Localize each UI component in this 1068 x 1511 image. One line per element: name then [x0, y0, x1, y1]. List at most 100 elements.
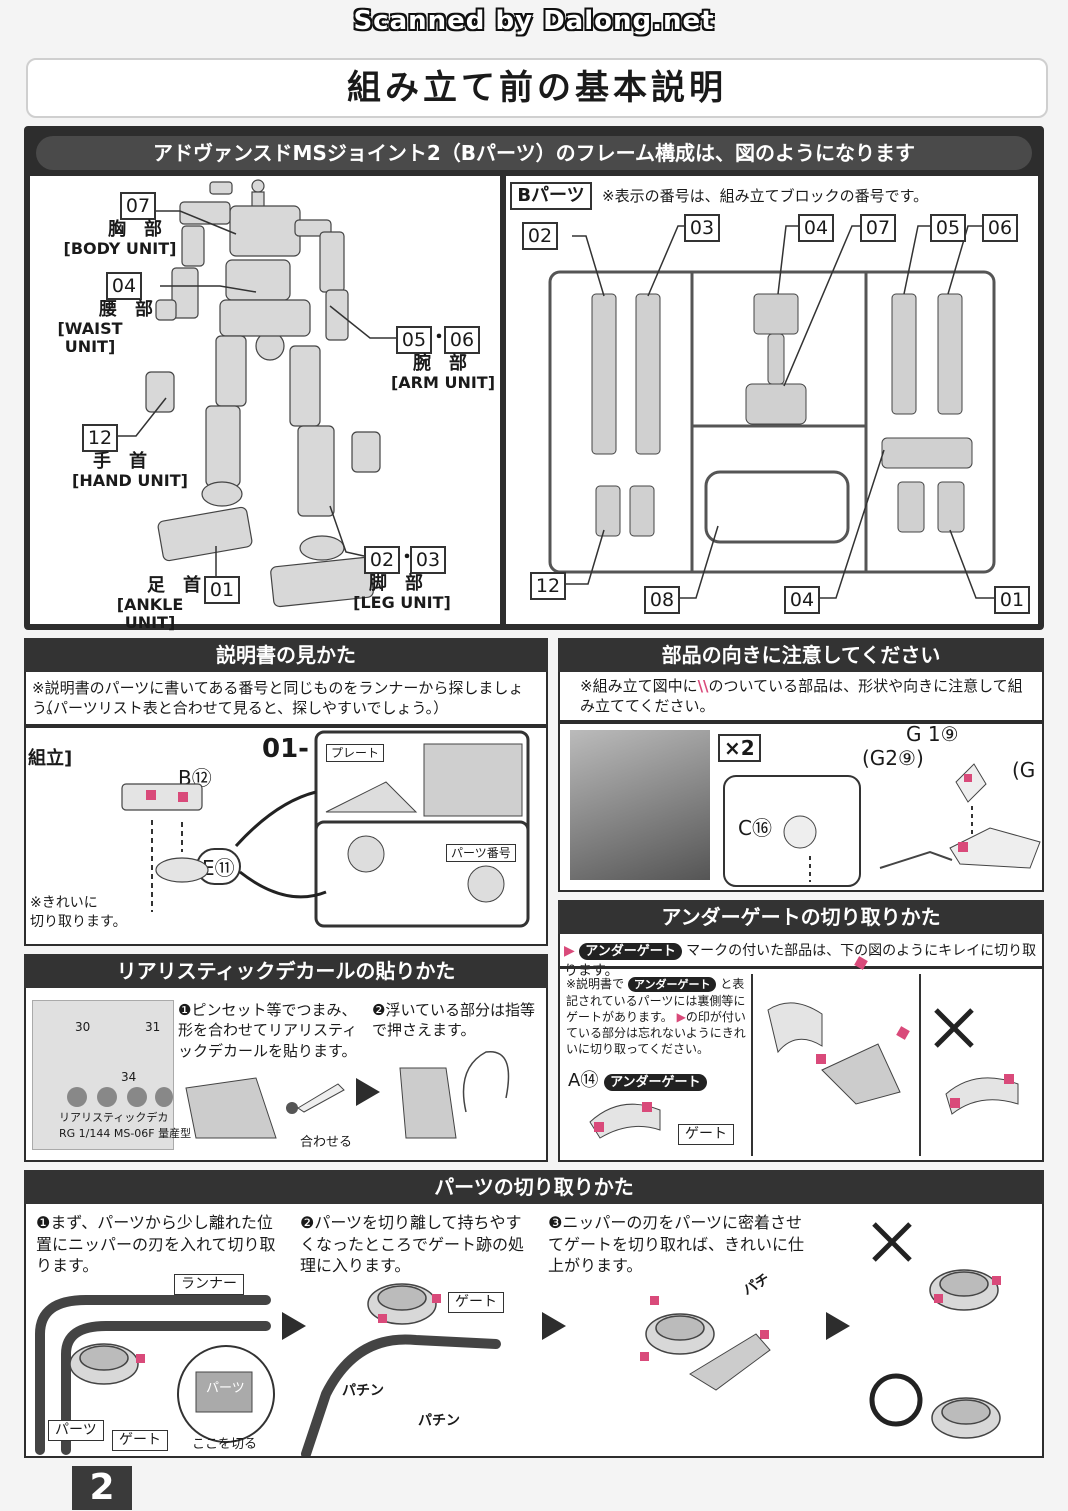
partial-g-label: (G	[1012, 758, 1036, 782]
arm-unit-en: [ARM UNIT]	[390, 373, 496, 392]
body-unit-en: [BODY UNIT]	[63, 239, 177, 258]
scan-watermark: Scanned by Dalong.net	[353, 6, 715, 36]
undergate-body: ▶ アンダーゲート マークの付いた部品は、下の図のようにキレイに切り取ります。 …	[560, 934, 1042, 1160]
gate-tag-2: ゲート	[448, 1292, 504, 1313]
waist-unit-jp: 腰 部	[99, 299, 153, 320]
orientation-text: ※組み立て図中に\\のついている部品は、形状や向きに注意して組み立ててください。	[580, 676, 1030, 717]
orientation-text-b: のついている部品は、形状や向きに注意して組み立ててください。	[580, 677, 1023, 716]
pink-triangle-icon: ▶	[564, 943, 575, 959]
runner-num-06: 06	[982, 214, 1018, 242]
page-number: 2	[72, 1466, 132, 1510]
g2-label: (G2⑨)	[862, 746, 924, 770]
sheet-circle-1	[67, 1087, 87, 1107]
ankle-unit-jp: 足 首	[147, 575, 201, 596]
label-07: 07	[120, 192, 156, 220]
undergate-badge: アンダーゲート	[579, 943, 682, 960]
undergate-note: ※説明書で アンダーゲート と表記されているパーツには裏側等にゲートがあります。…	[566, 976, 750, 1058]
dot2: ・	[398, 547, 416, 568]
sheet-circle-3	[127, 1087, 147, 1107]
cutting-step3: ❸ニッパーの刃をパーツに密着させてゲートを切り取れば、きれいに仕上がります。	[548, 1213, 805, 1276]
runner-num-01: 01	[994, 586, 1030, 614]
assembly-label: 組立]	[28, 748, 73, 769]
decal-align-label: 合わせる	[300, 1135, 353, 1150]
howto-text2: （パーツリスト表と合わせて見ると、探しやすいでしょう。）	[38, 699, 449, 717]
cutting-body: ❶まず、パーツから少し離れた位置にニッパーの刃を入れて切り取ります。 ❷パーツを…	[26, 1204, 1042, 1456]
orientation-body: ※組み立て図中に\\のついている部品は、形状や向きに注意して組み立ててください。…	[560, 672, 1042, 890]
runner-panel: Bパーツ ※表示の番号は、組み立てブロックの番号です。	[506, 176, 1038, 624]
runner-tag: ランナー	[174, 1274, 244, 1295]
label-04: 04	[106, 272, 142, 300]
runner-num-02: 02	[522, 222, 558, 250]
cutting-step2: ❷パーツを切り離して持ちやすくなったところでゲート跡の処理に入ります。	[300, 1213, 525, 1276]
decal-illustration	[185, 1051, 510, 1139]
runner-num-05: 05	[930, 214, 966, 242]
x2-label: ×2	[718, 734, 761, 762]
howto-illustration	[121, 730, 530, 928]
pink-triangle-icon-2: ▶	[676, 1010, 686, 1025]
runner-label: Bパーツ	[510, 182, 592, 210]
undergate-part-badge: アンダーゲート	[604, 1074, 707, 1091]
cutting-heading: パーツの切り取りかた	[24, 1170, 1044, 1204]
parts-inset-label: パーツ	[206, 1381, 245, 1396]
runner-num-08: 08	[644, 586, 680, 614]
undergate-heading: アンダーゲートの切り取りかた	[558, 900, 1044, 934]
hand-unit-jp: 手 首	[93, 451, 147, 472]
undergate-illustration	[589, 956, 1019, 1156]
label-02: 02	[364, 546, 400, 574]
undergate-part-label: A⑭	[568, 1070, 599, 1091]
howto-body: ※説明書のパーツに書いてある番号と同じものをランナーから探しましょう。 （パーツ…	[26, 672, 546, 944]
hand-unit-en: [HAND UNIT]	[72, 471, 188, 490]
decal-step2: ❷浮いている部分は指等で押さえます。	[372, 1001, 535, 1040]
ankle-unit-en: [ANKLE UNIT]	[116, 595, 184, 632]
leg-unit-jp: 脚 部	[369, 573, 423, 594]
sheet-num-30: 30	[75, 1020, 91, 1034]
sheet-circle-2	[97, 1087, 117, 1107]
orientation-divider	[560, 720, 1042, 724]
c16-label: C⑯	[738, 816, 772, 840]
leg-unit-en: [LEG UNIT]	[353, 593, 451, 612]
runner-num-07: 07	[860, 214, 896, 242]
howto-divider	[26, 724, 546, 728]
label-01: 01	[204, 576, 240, 604]
frame-section-heading: アドヴァンスドMSジョイント2（Bパーツ）のフレーム構成は、図のようになります	[36, 136, 1032, 170]
undergate-divider	[560, 966, 1042, 969]
part-no-label: パーツ番号	[446, 844, 516, 863]
cutting-illustration	[35, 1222, 1001, 1456]
g1-label: G 1⑨	[906, 722, 959, 746]
plate-label: プレート	[326, 744, 385, 763]
decal-sheet: 30 31 34 リアリスティックデカ RG 1/144 MS-06F 量産型	[32, 1000, 191, 1150]
decal-body: 30 31 34 リアリスティックデカ RG 1/144 MS-06F 量産型 …	[26, 988, 546, 1160]
sheet-circle-4	[155, 1087, 173, 1107]
undergate-note-a: ※説明書で	[566, 977, 625, 991]
undergate-gate-label: ゲート	[678, 1124, 734, 1145]
orientation-illustration	[723, 763, 1041, 887]
label-12: 12	[82, 424, 118, 452]
label-03: 03	[410, 546, 446, 574]
skeleton-illustration	[116, 179, 396, 608]
dot: ・	[430, 327, 448, 348]
step-label: 01-	[262, 734, 309, 764]
skeleton-panel: 07 胸 部 [BODY UNIT] 04 腰 部 [WAIST UNIT] 0…	[30, 176, 500, 631]
parts-tag: パーツ	[48, 1420, 104, 1441]
decal-step1: ❶ピンセット等でつまみ、形を合わせてリアリスティックデカールを貼ります。	[178, 1001, 358, 1060]
sheet-num-31: 31	[145, 1020, 161, 1034]
runner-num-04-bottom: 04	[784, 586, 820, 614]
orientation-heading: 部品の向きに注意してください	[558, 638, 1044, 672]
undergate-note-c: の印が付いている部分は忘れないようにきれいに切り取ってください。	[566, 1010, 746, 1057]
decal-heading: リアリスティックデカールの貼りかた	[24, 954, 548, 988]
gate-tag: ゲート	[112, 1430, 168, 1451]
orientation-text-a: ※組み立て図中に	[580, 677, 698, 695]
photo-placeholder	[570, 730, 710, 880]
label-05: 05	[396, 326, 432, 354]
sheet-num-34: 34	[121, 1070, 137, 1084]
howto-note: ※きれいに 切り取ります。	[30, 895, 127, 930]
runner-num-12: 12	[530, 572, 566, 600]
label-06: 06	[444, 326, 480, 354]
cut-here-label: ここを切る	[192, 1437, 258, 1452]
howto-text1: ※説明書のパーツに書いてある番号と同じものをランナーから探しましょう。	[32, 679, 524, 718]
sheet-label-2: RG 1/144 MS-06F 量産型	[59, 1127, 192, 1140]
cutting-step1: ❶まず、パーツから少し離れた位置にニッパーの刃を入れて切り取ります。	[36, 1213, 276, 1276]
undergate-note-badge: アンダーゲート	[627, 977, 717, 992]
undergate-note-b: と表記されているパーツには裏側等にゲートがあります。	[566, 977, 746, 1025]
pink-mark-icon: \\	[697, 677, 709, 695]
